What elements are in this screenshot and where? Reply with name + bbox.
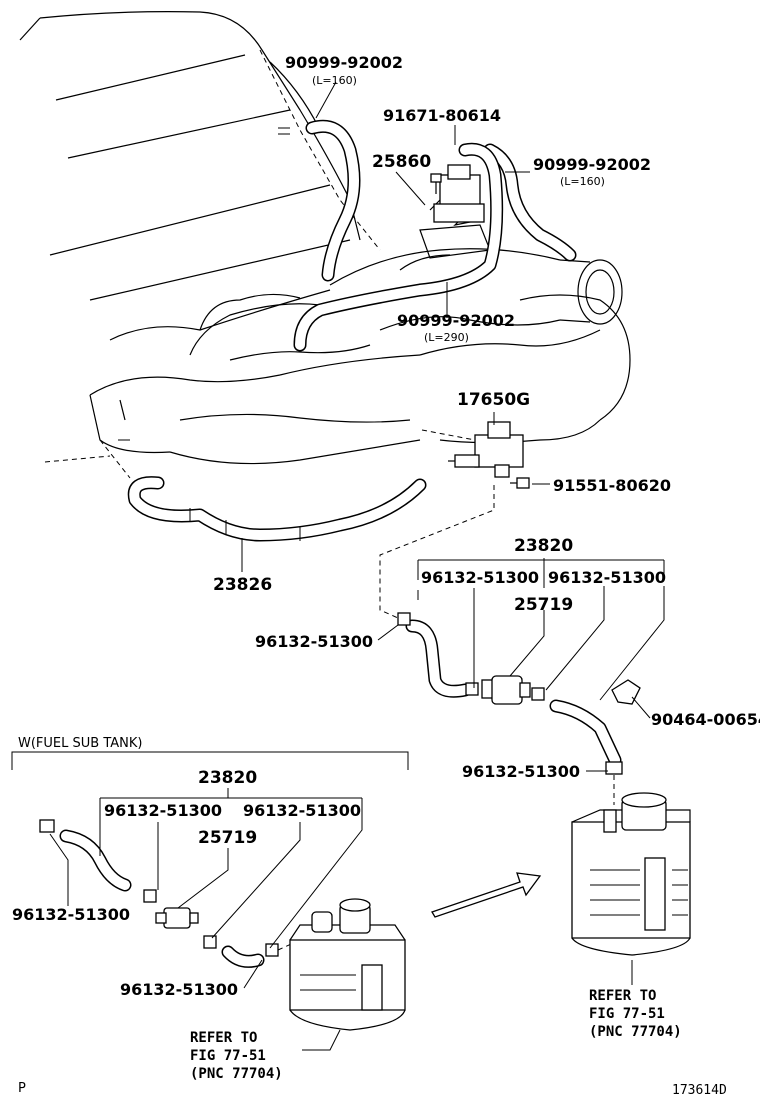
label-hose-assy: 23820: [514, 536, 573, 556]
label-inset-clip-left: 96132-51300: [12, 905, 130, 924]
ref-left-line3: (PNC 77704): [190, 1066, 283, 1082]
figure-code: 173614D: [672, 1083, 727, 1098]
arrow-icon: [431, 872, 542, 918]
bracket-icon: [611, 679, 641, 705]
label-bolt: 91551-80620: [553, 476, 671, 495]
bolt-icon: [510, 477, 530, 489]
inset-title: W(FUEL SUB TANK): [18, 736, 142, 751]
label-hose-top-left: 90999-92002: [285, 53, 403, 72]
leader-lines: [49, 81, 665, 1051]
vsv-17650g-icon: [421, 421, 524, 478]
ref-right-line2: FIG 77-51: [589, 1006, 665, 1022]
routing-dashed-line: [379, 485, 495, 619]
label-hose-right: 90999-92002: [533, 155, 651, 174]
label-inset-clip-b: 96132-51300: [243, 801, 361, 820]
label-bracket: 90464-00654: [651, 710, 760, 729]
label-clip-b: 96132-51300: [548, 568, 666, 587]
label-valve-top: 25860: [372, 152, 431, 172]
label-hose-mid-length: (L=290): [424, 331, 469, 344]
label-inset-valve: 25719: [198, 828, 257, 848]
label-hose-mid: 90999-92002: [397, 311, 515, 330]
label-hose-top-left-length: (L=160): [312, 74, 357, 87]
hose-assy-23820-mid: [397, 612, 623, 775]
label-clip-canister: 96132-51300: [462, 762, 580, 781]
label-inset-clip-a: 96132-51300: [104, 801, 222, 820]
corner-letter: P: [18, 1081, 26, 1096]
canister-right-icon: [571, 775, 691, 956]
hose-top-left: [305, 119, 361, 282]
hose-mid: [293, 142, 504, 352]
hose-23826: [127, 476, 427, 542]
label-inset-clip-bottom: 96132-51300: [120, 980, 238, 999]
label-valve-mid: 25719: [514, 595, 573, 615]
ref-left-line2: FIG 77-51: [190, 1048, 266, 1064]
label-clip-left: 96132-51300: [255, 632, 373, 651]
label-hose-lower-left: 23826: [213, 575, 272, 595]
label-clip-a: 96132-51300: [421, 568, 539, 587]
engine-outline: [19, 11, 631, 479]
label-hose-right-length: (L=160): [560, 175, 605, 188]
hose-top-right: [483, 143, 577, 262]
inset-fuel-sub-tank: [11, 751, 409, 1031]
ref-left-line1: REFER TO: [190, 1030, 257, 1046]
screw-icon: [430, 173, 442, 194]
valve-25860-icon: [429, 164, 485, 226]
label-screw-top: 91671-80614: [383, 106, 501, 125]
ref-right-line1: REFER TO: [589, 988, 656, 1004]
ref-right-line3: (PNC 77704): [589, 1024, 682, 1040]
label-inset-hose-assy: 23820: [198, 768, 257, 788]
label-vsv: 17650G: [457, 390, 530, 410]
